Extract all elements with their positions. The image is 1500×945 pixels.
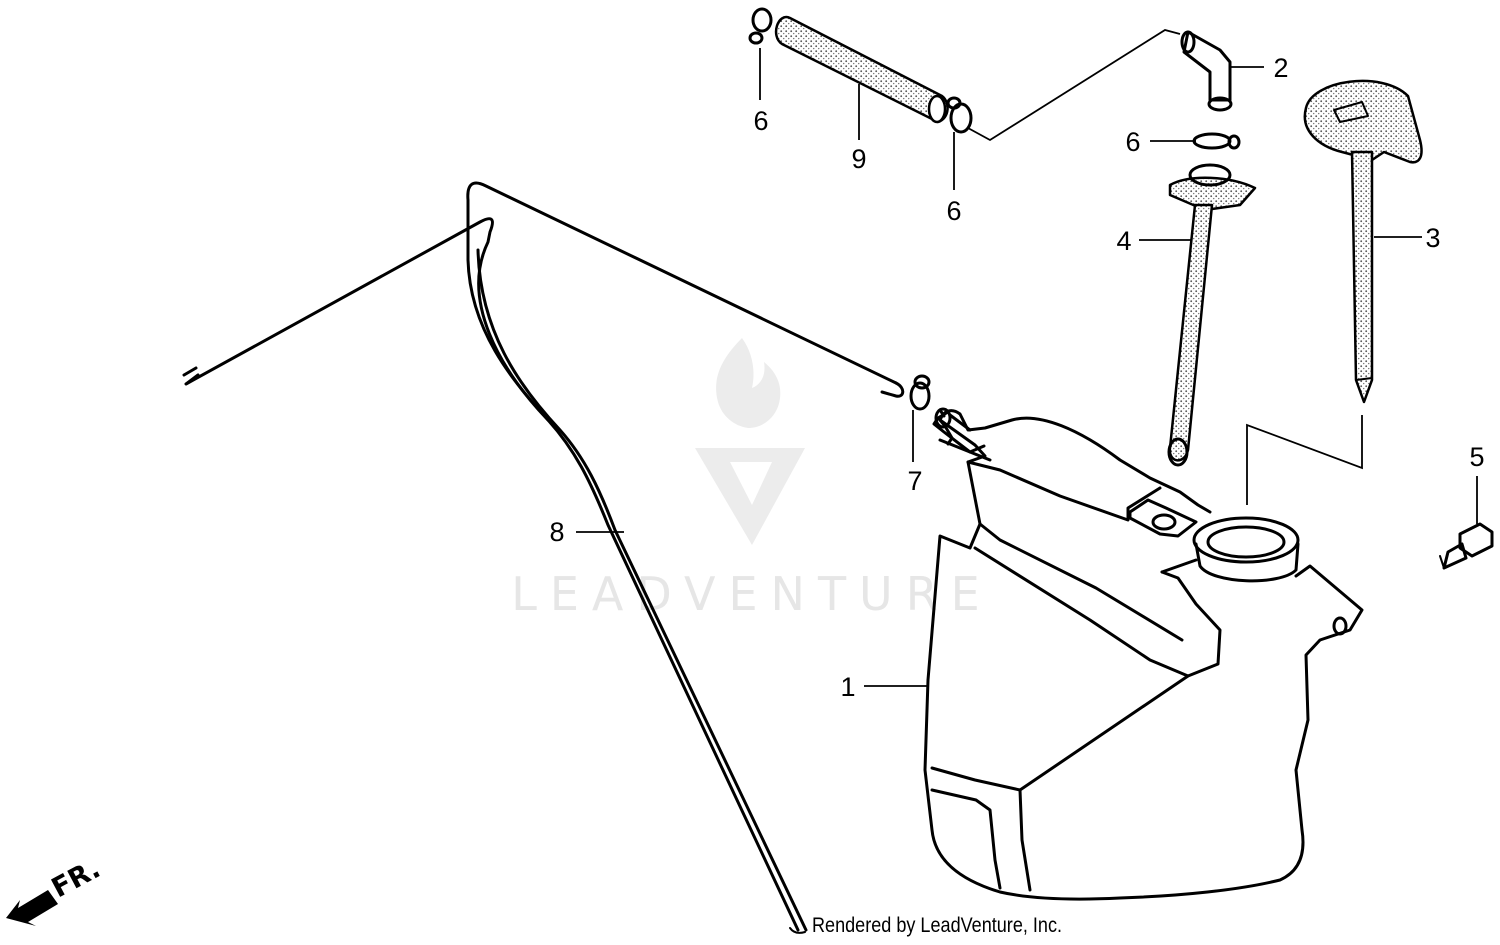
- credit-text: Rendered by LeadVenture, Inc.: [812, 914, 1063, 937]
- part-6-clip-b: [946, 96, 973, 134]
- part-9-vent-hose: [774, 15, 949, 124]
- callout-1: 1: [840, 672, 855, 702]
- front-label: FR.: [47, 853, 106, 904]
- watermark-flame-icon: [716, 338, 781, 428]
- watermark-v-icon: [695, 448, 805, 545]
- front-direction-indicator: FR.: [6, 853, 105, 926]
- callout-6-middle: 6: [946, 196, 961, 226]
- part-7-clip: [909, 374, 931, 411]
- part-1-reservoir-tank: [923, 407, 1364, 901]
- part-5-drain-bolt: [1439, 522, 1494, 570]
- watermark: LEADVENTURE: [511, 338, 993, 621]
- callout-2: 2: [1273, 53, 1288, 83]
- watermark-text: LEADVENTURE: [511, 567, 993, 621]
- part-2-elbow-joint: [1180, 30, 1233, 112]
- part-4-filler-neck: [1167, 163, 1257, 467]
- callout-6-left: 6: [753, 106, 768, 136]
- callout-7: 7: [907, 466, 922, 496]
- part-6-clip-c: [1192, 132, 1241, 150]
- callout-3: 3: [1425, 223, 1440, 253]
- callout-9: 9: [851, 144, 866, 174]
- callout-4: 4: [1116, 226, 1131, 256]
- callout-6-right: 6: [1125, 127, 1140, 157]
- callout-8: 8: [549, 517, 564, 547]
- callout-5: 5: [1469, 442, 1484, 472]
- front-arrow-icon: [6, 890, 58, 926]
- part-6-clip-a: [748, 7, 773, 45]
- part-3-cap-dipstick: [1303, 79, 1423, 404]
- callouts: 1 2 3 4 5 6 6 6 7 8 9: [549, 53, 1484, 702]
- leader-lines: [576, 48, 1478, 687]
- part-8-overflow-tube: [182, 181, 905, 934]
